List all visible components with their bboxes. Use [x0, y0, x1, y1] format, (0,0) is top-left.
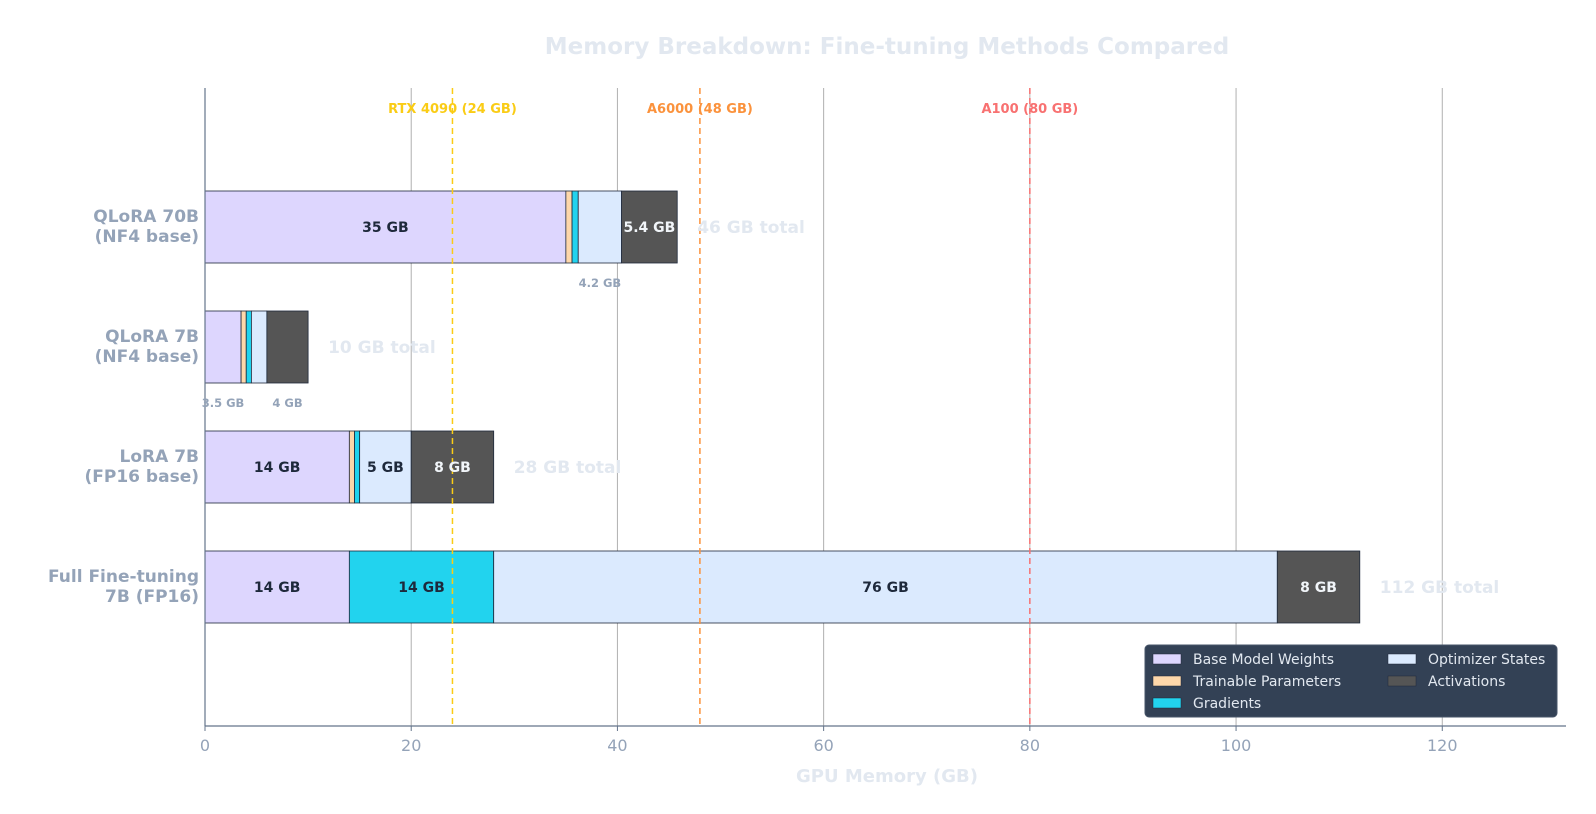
legend-swatch [1387, 675, 1417, 687]
category-label: (NF4 base) [95, 227, 199, 247]
segment-value-label: 5 GB [367, 460, 404, 476]
segment-small-label: 4.2 GB [579, 276, 622, 290]
bar-segment [571, 190, 579, 264]
category-label: (NF4 base) [95, 347, 199, 367]
x-tick-label: 20 [401, 736, 421, 755]
legend-entry: Base Model Weights [1193, 652, 1334, 668]
legend-swatch [1152, 653, 1182, 665]
legend-swatch [1387, 653, 1417, 665]
x-tick-label: 0 [200, 736, 210, 755]
x-tick-label: 40 [607, 736, 627, 755]
x-tick-label: 120 [1427, 736, 1458, 755]
bar-segment [621, 190, 678, 264]
legend-swatch [1152, 697, 1182, 709]
bar-segment [493, 550, 1278, 624]
bar-segment [1276, 550, 1361, 624]
category-label: QLoRA 7B [105, 327, 199, 347]
x-tick-label: 80 [1020, 736, 1040, 755]
axes-layer: 0 20 40 60 80 100 120 [200, 88, 1566, 755]
segment-value-label: 35 GB [362, 220, 409, 236]
gpu-reference-label: A6000 (48 GB) [647, 102, 753, 117]
reference-lines-layer: RTX 4090 (24 GB) A6000 (48 GB) A100 (80 GB… [388, 88, 1078, 726]
bar-segment [354, 430, 361, 504]
grid-layer [410, 88, 1443, 726]
bar-segment [204, 310, 242, 384]
bar-segment [577, 190, 622, 264]
bar-segment [245, 310, 252, 384]
legend-entry: Activations [1428, 674, 1505, 690]
bar-segment [348, 550, 495, 624]
bar-segment [204, 190, 567, 264]
chart-title: Memory Breakdown: Fine-tuning Methods Co… [545, 34, 1229, 60]
total-label: 10 GB total [328, 338, 436, 358]
x-tick-label: 100 [1221, 736, 1252, 755]
x-tick-label: 60 [813, 736, 833, 755]
legend-box [1144, 644, 1558, 718]
segment-small-label: 3.5 GB [202, 396, 245, 410]
segment-value-label: 14 GB [254, 580, 301, 596]
total-label: 46 GB total [697, 218, 805, 238]
legend-entry: Trainable Parameters [1192, 674, 1341, 690]
segment-small-label: 4 GB [272, 396, 302, 410]
total-label: 112 GB total [1380, 578, 1499, 598]
legend-entry: Gradients [1193, 696, 1261, 712]
segment-value-label: 5.4 GB [623, 220, 675, 236]
category-label: (FP16 base) [85, 467, 199, 487]
segment-value-label: 14 GB [398, 580, 445, 596]
category-label: 7B (FP16) [105, 587, 199, 607]
segment-value-label: 14 GB [254, 460, 301, 476]
bar-segment [565, 190, 573, 264]
bars-layer [204, 190, 1361, 624]
segment-value-label: 8 GB [434, 460, 471, 476]
category-label: LoRA 7B [120, 447, 199, 467]
total-label: 28 GB total [514, 458, 622, 478]
gpu-reference-label: RTX 4090 (24 GB) [388, 102, 517, 117]
segment-value-label: 76 GB [862, 580, 909, 596]
bar-segment [266, 310, 309, 384]
segment-value-label: 8 GB [1300, 580, 1337, 596]
category-label: QLoRA 70B [93, 207, 199, 227]
category-label: Full Fine-tuning [48, 567, 199, 587]
gpu-reference-label: A100 (80 GB) [981, 102, 1078, 117]
bar-segment [204, 550, 350, 624]
bar-segment [240, 310, 247, 384]
bar-segment [204, 430, 350, 504]
bar-segment [348, 430, 355, 504]
bar-segment [250, 310, 268, 384]
legend-entry: Optimizer States [1428, 652, 1545, 668]
legend-swatch [1152, 675, 1182, 687]
bar-segment [359, 430, 412, 504]
x-axis-label: GPU Memory (GB) [796, 766, 978, 787]
